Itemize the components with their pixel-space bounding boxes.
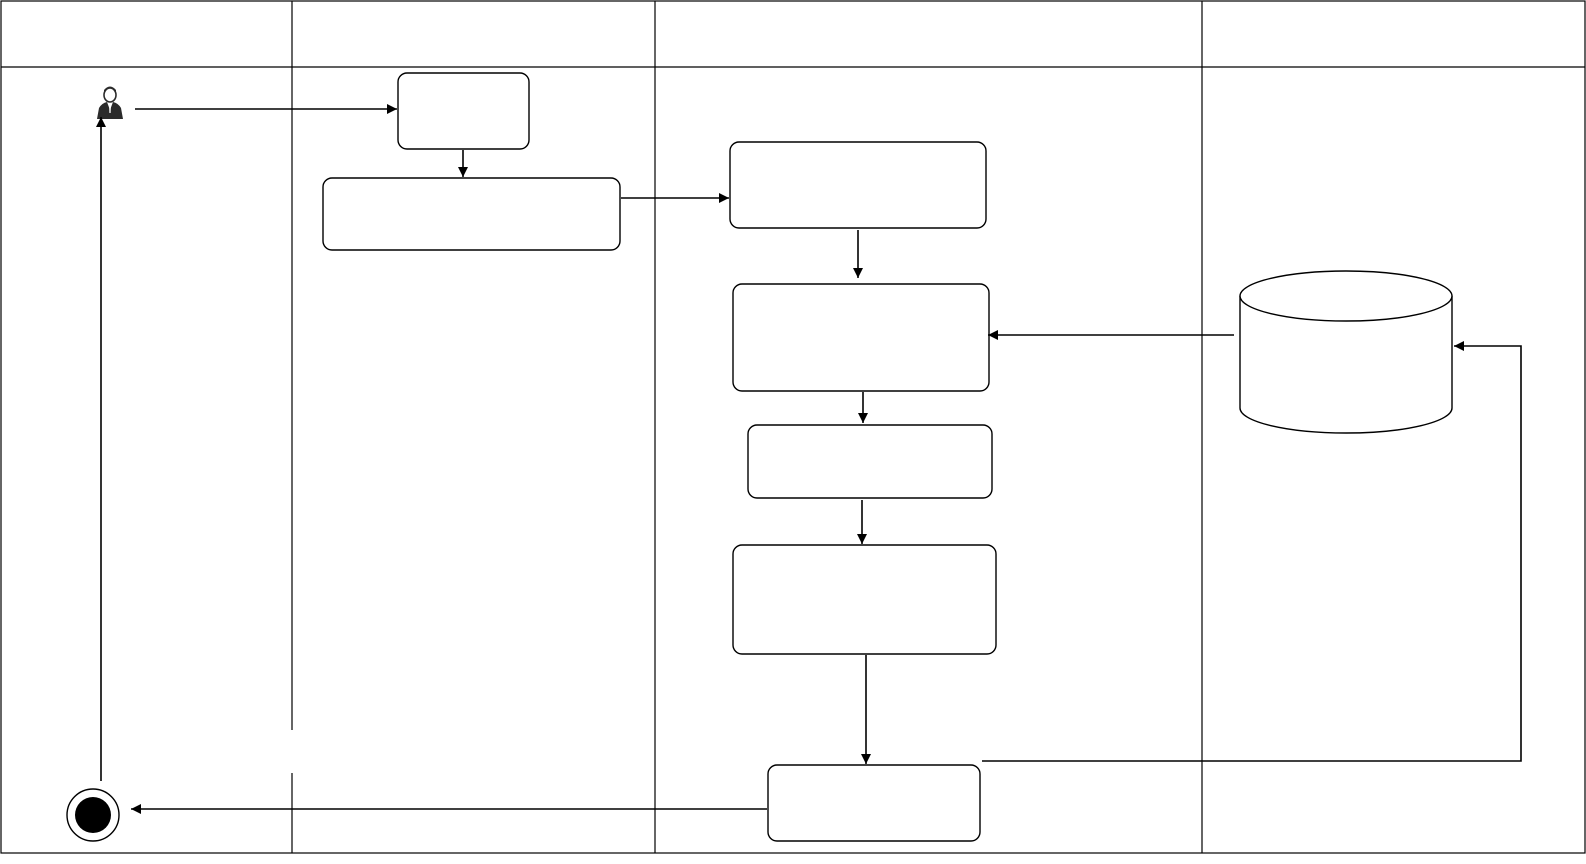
process-box-4 [732, 283, 990, 392]
process-box-6 [732, 544, 997, 655]
final-node-icon [66, 788, 120, 842]
process-box-3 [729, 141, 987, 229]
process-box-2 [322, 177, 621, 251]
process-box-5 [747, 424, 993, 499]
database-icon [1239, 270, 1453, 434]
process-box-1 [397, 72, 530, 150]
person-icon [97, 86, 123, 119]
connector-box7-to-database [982, 341, 1522, 762]
process-box-7 [767, 764, 981, 842]
